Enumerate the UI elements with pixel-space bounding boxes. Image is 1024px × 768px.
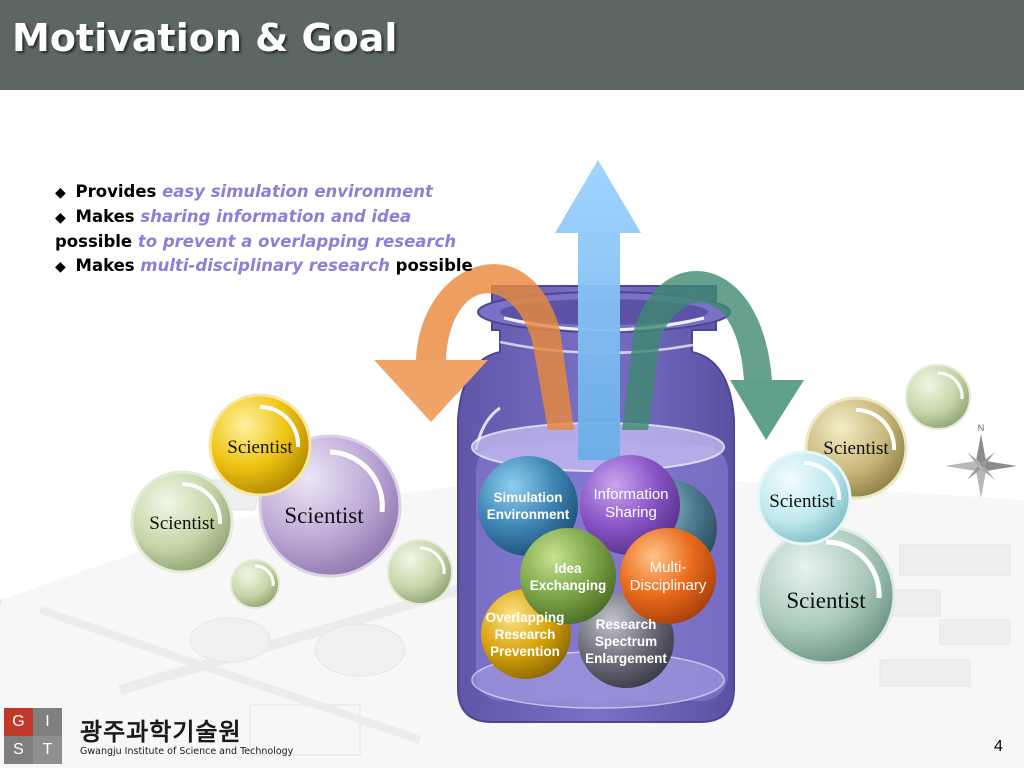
page-number: 4: [994, 738, 1003, 755]
logo-cell-g: G: [4, 708, 33, 736]
ball-label-idea: Idea Exchanging: [529, 561, 607, 593]
institute-korean-name: 광주과학기술원: [80, 718, 242, 746]
ball-label-spectrum: Research Spectrum Enlargement: [585, 617, 667, 666]
logo-cell-s: S: [4, 736, 33, 764]
ball-label-information: Information Sharing: [593, 486, 669, 521]
logo-cell-i: I: [33, 708, 62, 736]
ball-idea: [520, 528, 616, 624]
jar-balls: [478, 455, 717, 688]
motivation-diagram: N: [0, 160, 1024, 768]
empty-sphere-left-a: [387, 539, 453, 605]
compass-icon: N: [945, 423, 1017, 498]
scientist-label-left-large: Scientist: [284, 503, 364, 528]
scientist-label-right-top: Scientist: [823, 438, 889, 459]
diamond-bullet-icon: ◆: [55, 185, 66, 201]
scientist-sphere-left-top: [208, 393, 312, 497]
bullet-1: ◆ Provides easy simulation environment: [55, 182, 433, 201]
diamond-bullet-icon: ◆: [55, 210, 66, 226]
institute-english-name: Gwangju Institute of Science and Technol…: [80, 746, 294, 757]
ball-multi: [620, 528, 716, 624]
left-scientists: [130, 393, 453, 609]
diamond-bullet-icon: ◆: [55, 259, 66, 275]
ball-label-overlap: Overlapping Research Prevention: [485, 610, 565, 659]
scientist-label-right-large: Scientist: [786, 588, 866, 613]
ball-label-simulation: Simulation Environment: [486, 490, 570, 522]
gist-logo: G I S T: [4, 708, 62, 764]
left-curved-arrow: [374, 264, 574, 430]
scientist-sphere-right-mid: [756, 450, 852, 546]
logo-cell-t: T: [33, 736, 62, 764]
empty-sphere-right: [905, 364, 971, 430]
slide-title: Motivation & Goal: [12, 16, 398, 60]
scientist-sphere-left-small: [130, 470, 234, 574]
scientist-label-left-small: Scientist: [149, 513, 215, 534]
compass-north-label: N: [978, 423, 985, 433]
scientist-label-left-top: Scientist: [227, 437, 293, 458]
up-arrow: [555, 160, 641, 460]
right-curved-arrow: [622, 270, 804, 440]
title-bar: Motivation & Goal: [0, 0, 1024, 90]
bullet-list: ◆ Provides easy simulation environment ◆…: [55, 180, 525, 279]
bullet-3: ◆ Makes multi-disciplinary research poss…: [55, 256, 473, 275]
right-scientists: [756, 364, 971, 665]
bullet-2: ◆ Makes sharing information and idea pos…: [55, 207, 457, 251]
ball-label-multi: Multi-Disciplinary: [629, 559, 707, 594]
scientist-label-right-mid: Scientist: [769, 491, 835, 512]
